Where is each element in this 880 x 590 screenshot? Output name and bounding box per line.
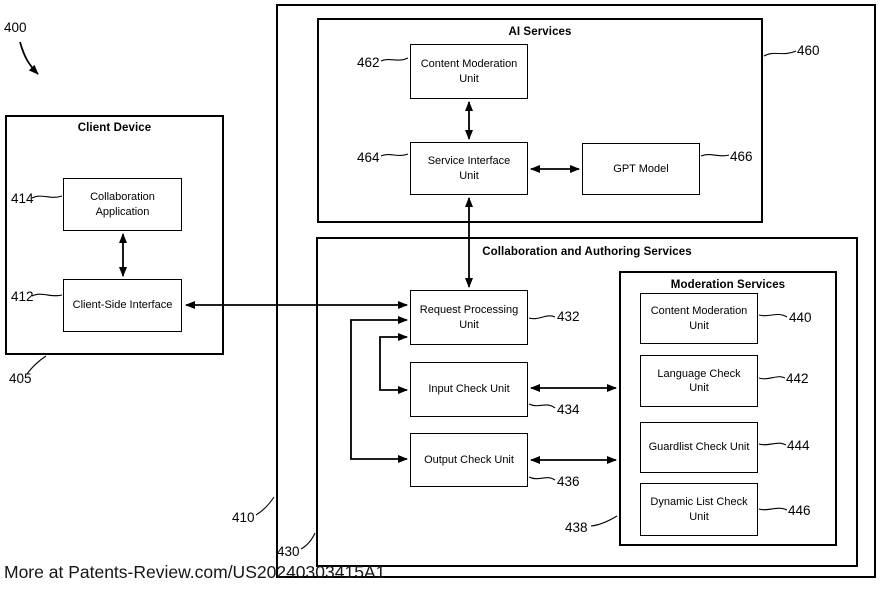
- guardlist-check-unit-label: Guardlist Check Unit: [648, 441, 750, 454]
- figure-pointer-arrow: [19, 41, 39, 75]
- collaboration-application-label: Collaboration Application: [90, 191, 155, 218]
- ref-432: 432: [557, 309, 580, 324]
- collab-authoring-services-box: Collaboration and Authoring Services: [316, 237, 858, 567]
- ref-405: 405: [9, 371, 32, 386]
- ref-430: 430: [277, 544, 300, 559]
- input-check-unit-label: Input Check Unit: [428, 383, 510, 396]
- ai-services-title: AI Services: [508, 26, 572, 38]
- moderation-services-box: Moderation Services: [619, 271, 837, 546]
- client-device-title: Client Device: [77, 122, 152, 134]
- client-side-interface-box: Client-Side Interface: [63, 279, 182, 332]
- request-processing-unit-label: Request Processing Unit: [419, 304, 519, 331]
- ref-462: 462: [357, 55, 380, 70]
- ref-400: 400: [4, 20, 27, 35]
- mod-content-moderation-unit-label: Content Moderation Unit: [650, 305, 748, 332]
- ref-414: 414: [11, 191, 34, 206]
- language-check-unit-box: Language Check Unit: [640, 355, 758, 407]
- input-check-unit-box: Input Check Unit: [410, 362, 528, 417]
- ref-464: 464: [357, 150, 380, 165]
- language-check-unit-label: Language Check Unit: [657, 367, 741, 394]
- source-watermark: More at Patents-Review.com/US20240303415…: [4, 562, 386, 582]
- ref-442: 442: [786, 371, 809, 386]
- ref-460: 460: [797, 43, 820, 58]
- ref-412: 412: [11, 289, 34, 304]
- ai-services-box: AI Services: [317, 18, 763, 223]
- moderation-services-title: Moderation Services: [670, 279, 786, 291]
- ref-436: 436: [557, 474, 580, 489]
- system-outer-box: [276, 4, 876, 578]
- output-check-unit-label: Output Check Unit: [424, 453, 514, 466]
- ref-410: 410: [232, 510, 255, 525]
- client-side-interface-label: Client-Side Interface: [72, 299, 173, 312]
- ref-444: 444: [787, 438, 810, 453]
- ref-440: 440: [789, 310, 812, 325]
- request-processing-unit-box: Request Processing Unit: [410, 290, 528, 345]
- dynamic-list-check-unit-label: Dynamic List Check Unit: [650, 496, 748, 523]
- dynamic-list-check-unit-box: Dynamic List Check Unit: [640, 483, 758, 536]
- service-interface-unit-box: Service Interface Unit: [410, 142, 528, 195]
- ai-content-moderation-unit-label: Content Moderation Unit: [420, 58, 518, 85]
- collaboration-application-box: Collaboration Application: [63, 178, 182, 231]
- gpt-model-label: GPT Model: [613, 162, 669, 175]
- guardlist-check-unit-box: Guardlist Check Unit: [640, 422, 758, 473]
- ref-446: 446: [788, 503, 811, 518]
- output-check-unit-box: Output Check Unit: [410, 433, 528, 487]
- ref-438: 438: [565, 520, 588, 535]
- client-device-box: Client Device: [5, 115, 224, 355]
- collab-authoring-services-title: Collaboration and Authoring Services: [482, 246, 692, 258]
- service-interface-unit-label: Service Interface Unit: [427, 155, 511, 182]
- ai-content-moderation-unit-box: Content Moderation Unit: [410, 44, 528, 99]
- gpt-model-box: GPT Model: [582, 143, 700, 195]
- mod-content-moderation-unit-box: Content Moderation Unit: [640, 293, 758, 344]
- ref-434: 434: [557, 402, 580, 417]
- ref-466: 466: [730, 149, 753, 164]
